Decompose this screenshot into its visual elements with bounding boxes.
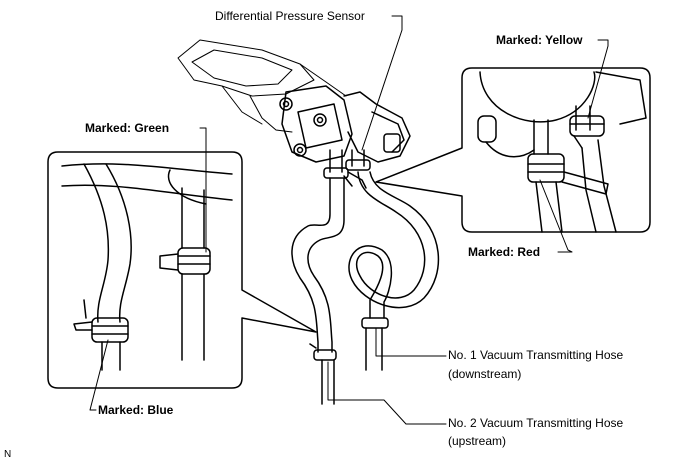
hose-no1-downstream xyxy=(348,171,440,371)
upper-hose-clamp-left xyxy=(323,167,349,179)
sensor-bracket xyxy=(177,39,347,133)
sensor-nozzles xyxy=(323,149,371,189)
label-hose-no1-line2: (downstream) xyxy=(448,367,522,381)
clamp-red xyxy=(527,153,565,183)
callout-left-frame xyxy=(47,151,317,389)
label-marked-green: Marked: Green xyxy=(85,121,170,135)
label-hose-no2-line1: No. 2 Vacuum Transmitting Hose xyxy=(448,416,624,430)
label-hose-no2-line2: (upstream) xyxy=(448,434,507,448)
label-differential-pressure-sensor: Differential Pressure Sensor xyxy=(215,9,365,23)
leader-hose-no1 xyxy=(375,327,447,357)
leader-lines xyxy=(89,15,609,425)
leader-blue xyxy=(89,339,109,411)
clamp-yellow xyxy=(569,115,605,137)
clamp-green xyxy=(177,247,211,275)
label-marked-red: Marked: Red xyxy=(468,245,541,259)
leader-sensor xyxy=(361,15,403,151)
callout-left-content xyxy=(61,163,233,371)
hose-no2-upstream xyxy=(291,177,345,405)
lower-hose-clamp-right xyxy=(361,317,389,329)
lower-hose-clamp-left xyxy=(313,349,337,361)
callout-right-frame xyxy=(375,67,651,233)
label-marked-blue: Marked: Blue xyxy=(98,403,174,417)
label-marked-yellow: Marked: Yellow xyxy=(496,33,583,47)
label-corner-code: N xyxy=(4,449,12,460)
leader-red xyxy=(539,179,573,253)
callout-right-content xyxy=(477,71,647,233)
differential-pressure-sensor xyxy=(279,85,411,163)
upper-hose-clamp-right xyxy=(345,159,371,171)
label-hose-no1-line1: No. 1 Vacuum Transmitting Hose xyxy=(448,348,624,362)
leader-yellow xyxy=(587,39,609,119)
leader-hose-no2 xyxy=(327,361,447,425)
leader-green xyxy=(199,127,207,253)
